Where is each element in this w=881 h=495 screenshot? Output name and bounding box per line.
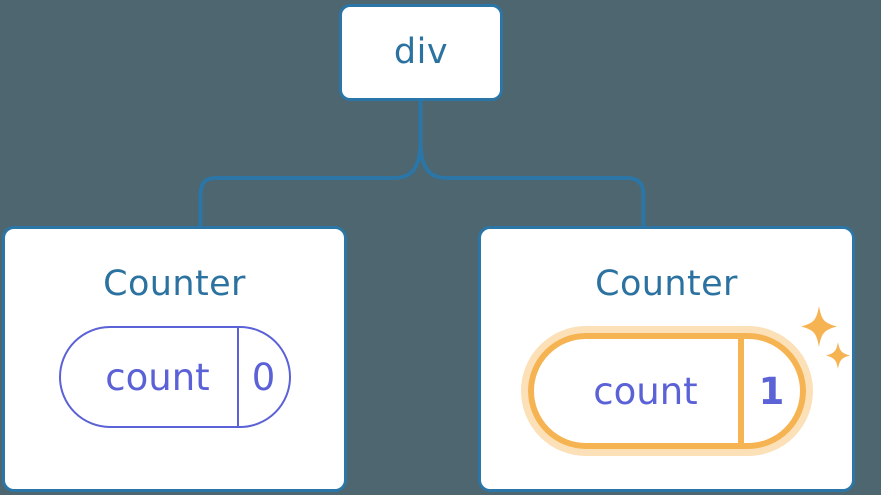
state-key-label: count (105, 355, 210, 399)
counter-left-title: Counter (103, 264, 246, 304)
counter-right-state-wrap: count 1 (520, 306, 850, 456)
counter-left-state-wrap: count 0 (58, 326, 291, 428)
edge-to-counter-right (418, 139, 646, 228)
root-node-label: div (393, 32, 449, 72)
state-value-label: 1 (737, 339, 800, 443)
edge-to-counter-left (198, 139, 423, 228)
counter-right-title: Counter (595, 264, 738, 304)
state-key-label: count (593, 369, 698, 413)
counter-card-left[interactable]: Counter count 0 (2, 226, 347, 492)
counter-card-right[interactable]: Counter count 1 (478, 226, 855, 492)
sparkle-large-icon (800, 306, 837, 347)
sparkle-small-icon (825, 342, 850, 369)
state-pill-count-0[interactable]: count 0 (58, 326, 291, 428)
state-pill-highlight-glow: count 1 (520, 326, 813, 456)
root-node-div[interactable]: div (339, 4, 503, 101)
state-pill-count-1[interactable]: count 1 (527, 333, 806, 449)
state-value-label: 0 (236, 328, 289, 426)
